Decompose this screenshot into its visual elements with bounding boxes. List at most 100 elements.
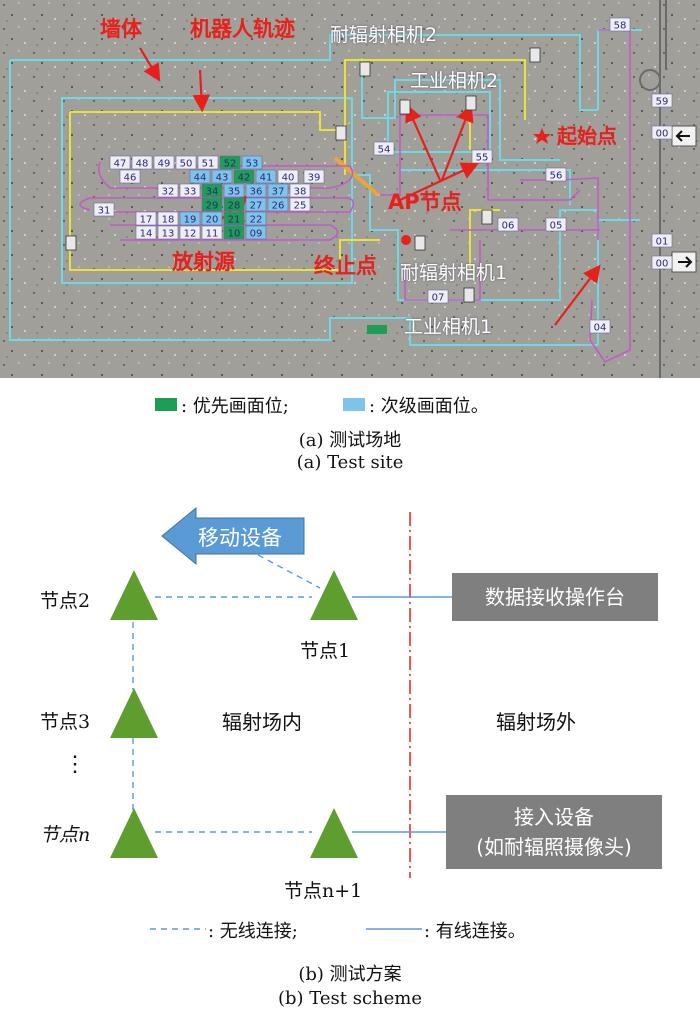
grid-point-18: 18 [162,215,175,226]
robot-track-label: 机器人轨迹 [190,17,295,41]
grid-point-14-cell [135,225,157,240]
track-point-56-11: 56 [550,171,563,182]
grid-point-14: 14 [140,229,153,240]
grid-point-44: 44 [194,173,207,184]
radiation-source-label: 放射源 [172,250,235,274]
grid-point-20-cell [201,211,223,226]
caption-a-en: (a) Test site [296,452,404,473]
grid-point-22: 22 [250,215,263,226]
grid-point-32: 32 [162,187,175,198]
access-device-box: 接入设备 (如耐辐照摄像头) [446,795,662,869]
grid-point-42-cell [233,169,255,184]
track-point-39-1: 39 [308,173,321,184]
end-point-label: 终止点 [314,254,377,278]
track-point-01-19-cell [651,233,673,248]
grid-point-21-cell [223,211,245,226]
track-point-06-12-cell [497,217,519,232]
grid-point-09-cell [245,225,267,240]
camera-icons [65,47,541,303]
track-point-46-0-cell [119,169,141,184]
track-point-56-11-cell [545,167,567,182]
track-point-58-16: 58 [614,21,627,32]
track-point-00-18-cell [651,125,673,140]
grid-point-26: 26 [272,201,285,212]
console-label: 数据接收操作台 [485,585,625,609]
grid-point-44-cell [189,169,211,184]
grid-point-19-cell [179,211,201,226]
site-legend: : 优先画面位; : 次级画面位。 [155,392,575,418]
track-point-46-0: 46 [124,173,137,184]
grid-point-13: 13 [162,229,175,240]
grid-point-48: 48 [136,159,149,170]
ind-camera2-label: 工业相机2 [410,70,499,92]
wired-links [352,596,452,833]
grid-point-28: 28 [228,201,241,212]
outside-field-label: 辐射场外 [496,710,576,734]
track-point-55-10-cell [471,149,493,164]
grid-point-27: 27 [250,201,263,212]
grid-point-51: 51 [202,159,215,170]
grid-point-37: 37 [272,187,285,198]
grid-point-53: 53 [246,159,259,170]
legend-wireless-text: : 无线连接; [208,921,298,942]
grid-point-13-cell [157,225,179,240]
caption-a-cn: (a) 测试场地 [298,430,402,451]
caption-b-cn: (b) 测试方案 [298,964,402,985]
primary-swatch [155,398,177,411]
track-point-59-17-cell [651,93,673,108]
track-point-05-13-cell [545,217,567,232]
wall-lines [9,29,642,346]
track-point-00-18: 00 [656,129,669,140]
grid-point-11: 11 [206,229,219,240]
grid-point-49-cell [153,155,175,170]
track-point-06-12: 06 [502,221,515,232]
grid-point-38: 38 [294,187,307,198]
grid-point-36: 36 [250,187,263,198]
caption-b-en: (b) Test scheme [277,988,423,1009]
track-point-39-1-cell [303,169,325,184]
camera1-green-marker [367,325,387,334]
grid-point-47: 47 [114,159,127,170]
ellipsis: ⋮ [64,752,86,777]
grid-point-35-cell [223,183,245,198]
grid-point-34: 34 [206,187,219,198]
grid-point-12-cell [179,225,201,240]
track-point-55-10: 55 [476,153,489,164]
rad-camera1-label: 耐辐射相机1 [400,262,508,284]
grid-point-43-cell [211,169,233,184]
grid-point-25: 25 [294,201,307,212]
grid-point-27-cell [245,197,267,212]
grid-point-51-cell [197,155,219,170]
legend-wired-text: : 有线连接。 [424,921,526,942]
wall-label: 墙体 [100,17,142,41]
start-point-label: 起始点 [557,124,617,148]
end-dot [401,235,411,245]
grid-point-29: 29 [206,201,219,212]
secondary-swatch [343,398,365,411]
primary-legend-text: : 优先画面位; [181,396,289,417]
grid-point-28-cell [223,197,245,212]
track-point-31-2-cell [93,202,115,217]
grid-point-26-cell [267,197,289,212]
access-device-line1: 接入设备 [514,805,594,829]
noden-triangle [110,808,158,858]
grid-point-29-cell [201,197,223,212]
console-box: 数据接收操作台 [452,573,658,621]
node1-label: 节点1 [300,640,351,662]
grid-point-11-cell [201,225,223,240]
grid-point-32-cell [157,183,179,198]
grid-point-35: 35 [228,187,241,198]
orange-path [333,156,380,197]
access-device-line2: (如耐辐照摄像头) [476,835,632,859]
ap-node-label: AP节点 [388,190,462,214]
track-point-59-17: 59 [656,97,669,108]
grid-point-50-cell [175,155,197,170]
track-point-31-2: 31 [98,206,111,217]
secondary-legend-text: : 次级画面位。 [369,396,489,417]
track-point-58-16-cell [609,17,631,32]
grid-point-19: 19 [184,215,197,226]
grid-point-42: 42 [238,173,251,184]
noden1-label: 节点n+1 [284,880,363,902]
